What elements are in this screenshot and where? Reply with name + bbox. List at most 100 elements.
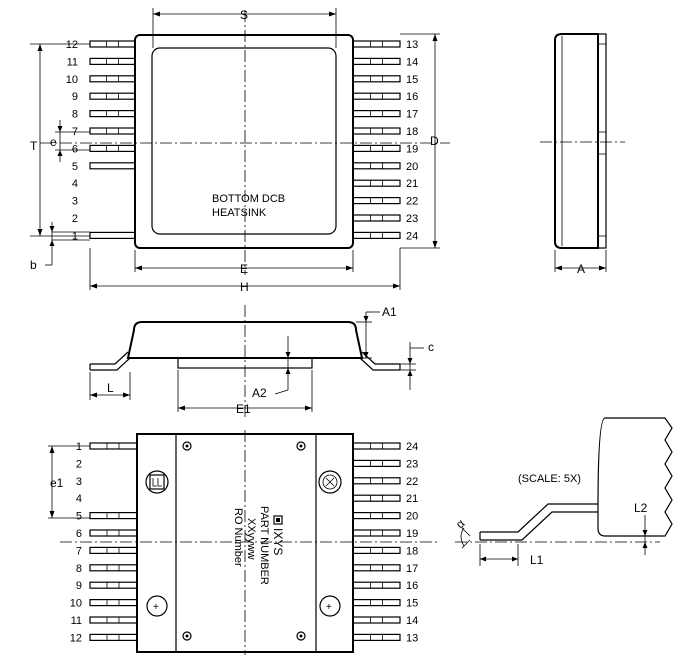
top-right-pin-label: 24 [406, 230, 418, 242]
detail-body [597, 417, 673, 537]
front-body [126, 321, 364, 359]
bottom-left-pin-label: 4 [76, 493, 82, 505]
top-right-pin-label: 21 [406, 178, 418, 190]
bottom-small-holes [182, 441, 306, 641]
bottom-right-pin-16: 16 [352, 580, 418, 592]
top-right-pin-19: 19 [352, 143, 418, 155]
front-heatsink [177, 357, 313, 369]
top-right-pin-15: 15 [352, 74, 418, 86]
top-right-pin-label: 16 [406, 91, 418, 103]
bottom-right-pin-24: 24 [352, 441, 418, 453]
certification-symbol-right [318, 470, 342, 494]
bottom-right-pin-17: 17 [352, 563, 418, 575]
dim-e1: e1 [50, 476, 64, 490]
top-right-pin-21: 21 [352, 178, 418, 190]
bottom-right-pin-label: 21 [406, 493, 418, 505]
bottom-left-pin-label: 1 [76, 441, 82, 453]
bottom-right-pin-label: 13 [406, 632, 418, 644]
dim-H: H [240, 280, 249, 294]
detail-view: (SCALE: 5X) L1 L2 α [453, 417, 673, 567]
bottom-left-pin-9: 9 [76, 580, 138, 592]
bottom-left-pin-4: 4 [76, 493, 82, 505]
bottom-right-pin-label: 15 [406, 598, 418, 610]
top-right-pin-18: 18 [352, 126, 418, 138]
side-body [554, 33, 599, 249]
heatsink-label-2: HEATSINK [212, 207, 267, 219]
top-left-pin-label: 12 [66, 39, 78, 51]
bottom-left-pin-label: 6 [76, 528, 82, 540]
marking-line3: RO Number [232, 508, 244, 567]
mount-hole-right [319, 595, 341, 617]
bottom-right-pin-label: 19 [406, 528, 418, 540]
bottom-right-pin-label: 20 [406, 511, 418, 523]
bottom-left-pin-12: 12 [70, 632, 138, 644]
top-right-pin-24: 24 [352, 230, 418, 242]
bottom-left-pin-label: 3 [76, 476, 82, 488]
top-right-pin-label: 17 [406, 109, 418, 121]
certification-symbol-left [145, 470, 169, 494]
heatsink-label-1: BOTTOM DCB [212, 193, 285, 205]
top-left-pin-label: 9 [72, 91, 78, 103]
bottom-right-pin-18: 18 [352, 545, 418, 557]
top-left-pin-10: 10 [66, 74, 136, 86]
top-left-pin-2: 2 [72, 213, 78, 225]
bottom-heatsink [175, 433, 317, 653]
top-right-pin-label: 20 [406, 161, 418, 173]
bottom-right-pin-20: 20 [352, 511, 418, 523]
top-left-pin-9: 9 [72, 91, 136, 103]
top-left-pin-12: 12 [66, 39, 136, 51]
dim-D: D [430, 134, 439, 148]
bottom-left-pin-10: 10 [70, 598, 138, 610]
top-right-pin-16: 16 [352, 91, 418, 103]
marking-line1: PART NUMBER [258, 506, 270, 585]
top-left-pin-5: 5 [72, 161, 136, 173]
top-left-pin-label: 5 [72, 161, 78, 173]
bottom-left-pin-2: 2 [76, 458, 82, 470]
top-left-pin-4: 4 [72, 178, 78, 190]
top-left-pin-label: 2 [72, 213, 78, 225]
side-leads [597, 33, 607, 249]
side-view: A [540, 33, 625, 276]
bottom-right-pin-15: 15 [352, 598, 418, 610]
bottom-right-pin-23: 23 [352, 458, 418, 470]
bottom-left-pin-label: 10 [70, 598, 82, 610]
bottom-right-pin-label: 14 [406, 615, 418, 627]
top-right-pin-label: 15 [406, 74, 418, 86]
top-left-pin-label: 8 [72, 109, 78, 121]
top-right-pin-label: 14 [406, 56, 418, 68]
bottom-left-pin-3: 3 [76, 476, 82, 488]
bottom-right-pin-label: 17 [406, 563, 418, 575]
top-right-pin-label: 19 [406, 143, 418, 155]
bottom-left-pin-7: 7 [76, 545, 138, 557]
dim-b: b [30, 258, 37, 272]
top-left-pin-label: 3 [72, 196, 78, 208]
bottom-right-pin-14: 14 [352, 615, 418, 627]
bottom-right-pin-label: 18 [406, 545, 418, 557]
bottom-left-pin-8: 8 [76, 563, 138, 575]
top-left-pin-6: 6 [72, 143, 136, 155]
top-right-pin-label: 18 [406, 126, 418, 138]
bottom-left-pin-label: 9 [76, 580, 82, 592]
top-left-pin-label: 11 [67, 56, 78, 68]
top-right-pin-17: 17 [352, 109, 418, 121]
top-left-pin-11: 11 [67, 56, 136, 68]
bottom-left-pin-label: 2 [76, 458, 82, 470]
top-right-pin-14: 14 [352, 56, 418, 68]
bottom-right-pin-label: 16 [406, 580, 418, 592]
bottom-right-pin-label: 23 [406, 458, 418, 470]
bottom-left-pin-5: 5 [76, 511, 138, 523]
bottom-left-pin-11: 11 [71, 615, 138, 627]
top-body-outline [134, 34, 354, 249]
bottom-right-pin-label: 22 [406, 476, 418, 488]
svg-text:+: + [326, 602, 332, 613]
dim-e: e [50, 135, 57, 149]
bottom-left-pin-label: 8 [76, 563, 82, 575]
top-left-pin-label: 4 [72, 178, 78, 190]
top-right-pin-13: 13 [352, 39, 418, 51]
svg-text:+: + [153, 602, 159, 613]
bottom-left-pin-label: 5 [76, 511, 82, 523]
